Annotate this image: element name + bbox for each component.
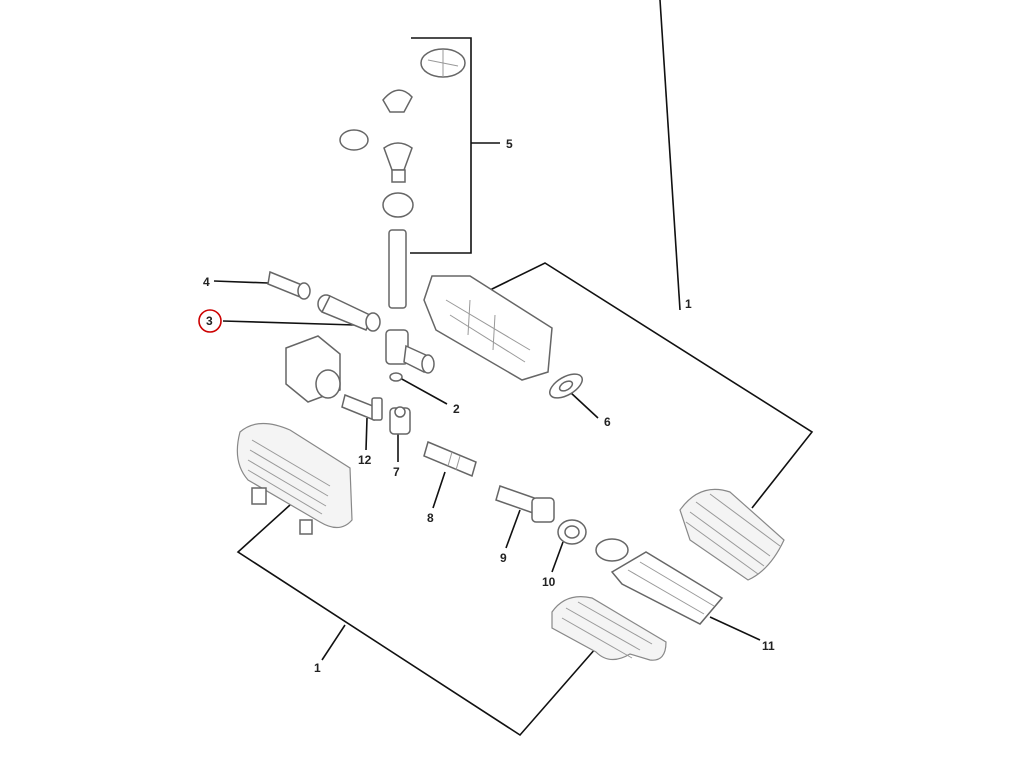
part-4-hose-tail xyxy=(267,270,311,300)
leader-6 xyxy=(569,391,599,419)
nozzle-nut xyxy=(382,192,414,218)
part-10-nut xyxy=(557,519,587,545)
nozzle-thread xyxy=(391,169,406,183)
leader-10 xyxy=(551,541,564,573)
label-3: 3 xyxy=(206,314,213,328)
nozzle-funnel xyxy=(383,142,413,171)
part-1-filter-bottom xyxy=(551,596,667,661)
leader-4 xyxy=(213,280,269,284)
label-9: 9 xyxy=(500,551,507,565)
label-8: 8 xyxy=(427,511,434,525)
nozzle-star xyxy=(339,129,369,151)
part-1-filter-left xyxy=(236,422,353,535)
part-6-seal xyxy=(549,373,583,399)
nozzle-cone xyxy=(382,89,413,113)
part-7-valve xyxy=(389,406,411,435)
leader-3 xyxy=(222,320,356,326)
label-7: 7 xyxy=(393,465,400,479)
part-5-fountain-set xyxy=(339,48,466,309)
leader-lines xyxy=(213,0,814,737)
part-t-piece xyxy=(385,329,435,374)
riser-tube xyxy=(388,229,407,309)
part-1-upper-housing xyxy=(423,275,553,381)
label-6: 6 xyxy=(604,415,611,429)
label-12: 12 xyxy=(358,453,372,467)
leader-8 xyxy=(432,471,446,509)
label-1-top: 1 xyxy=(685,297,692,311)
leader-9 xyxy=(505,509,521,549)
part-9-hose-connector xyxy=(495,485,555,523)
leader-5 xyxy=(410,37,472,254)
label-1-bottom: 1 xyxy=(314,661,321,675)
part-12-adapter xyxy=(341,393,383,421)
highlight-circle-label-3 xyxy=(198,309,222,333)
leader-1-top-tick xyxy=(659,0,681,311)
leader-1-bottom-tick xyxy=(321,624,346,661)
leader-12 xyxy=(365,417,368,451)
part-pump-motor xyxy=(285,335,341,403)
part-3-extension-pipe xyxy=(317,294,381,332)
leader-2 xyxy=(399,377,448,405)
label-4: 4 xyxy=(203,275,210,289)
label-5: 5 xyxy=(506,137,513,151)
part-11-tray xyxy=(595,538,724,625)
label-2: 2 xyxy=(453,402,460,416)
part-8-connector xyxy=(423,440,477,478)
part-1-filter-right xyxy=(679,488,785,581)
leader-1-bottom xyxy=(236,504,597,737)
part-2-o-ring xyxy=(389,372,403,382)
label-11: 11 xyxy=(762,639,775,653)
leader-1-top xyxy=(489,262,814,509)
leader-11 xyxy=(709,616,761,641)
part-labels: 1 1 2 3 4 5 6 7 8 9 10 11 12 xyxy=(203,137,775,675)
label-10: 10 xyxy=(542,575,556,589)
